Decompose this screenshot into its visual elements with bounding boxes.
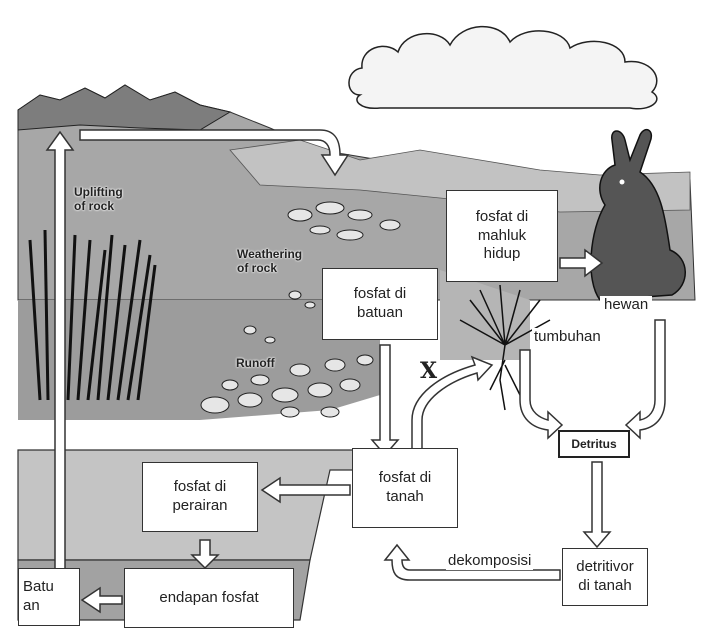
water-phosphate-box: fosfat di perairan (142, 462, 258, 532)
soil-detritivore-box: detritivor di tanah (562, 548, 648, 606)
cloud-icon (348, 25, 658, 110)
decomposition-label: dekomposisi (446, 552, 534, 570)
x-mark-label: X (420, 358, 438, 384)
organism-to-animal-arrow (559, 248, 604, 278)
plant-icon (459, 284, 551, 411)
detritus-box: Detritus (558, 430, 630, 458)
runoff-label: Runoff (236, 356, 275, 370)
arrows (45, 129, 666, 614)
rocks-icon (200, 201, 401, 418)
plant-label: tumbuhan (532, 328, 603, 346)
uplift-arrow (45, 130, 75, 581)
rock-phosphate-box: fosfat di batuan (322, 268, 438, 340)
reeds-icon (28, 229, 157, 401)
soil-phosphate-box: fosfat di tanah (352, 448, 458, 528)
detritus-to-detritivore-arrow (582, 461, 612, 549)
rabbit-icon (590, 128, 686, 301)
soil-to-water-arrow (260, 476, 351, 504)
plant-to-detritus-arrow (519, 349, 564, 440)
rock-to-soil-arrow (370, 344, 400, 457)
weathering-arrow (79, 129, 350, 177)
sediment-to-rock-arrow (80, 586, 123, 614)
mountain-icon (17, 84, 232, 131)
animal-label: hewan (600, 296, 653, 314)
soil-to-plant-arrow (411, 355, 494, 451)
phosphate-sediment-box: endapan fosfat (124, 568, 294, 628)
rock-box: Batu an (18, 568, 80, 626)
water-to-sediment-arrow (190, 539, 220, 570)
animal-to-detritus-arrow (624, 319, 666, 440)
weathering-label: Weathering of rock (237, 247, 303, 275)
organism-phosphate-box: fosfat di mahluk hidup (446, 190, 558, 282)
uplifting-label: Uplifting of rock (74, 185, 123, 213)
decomposition-arrow (383, 543, 561, 581)
